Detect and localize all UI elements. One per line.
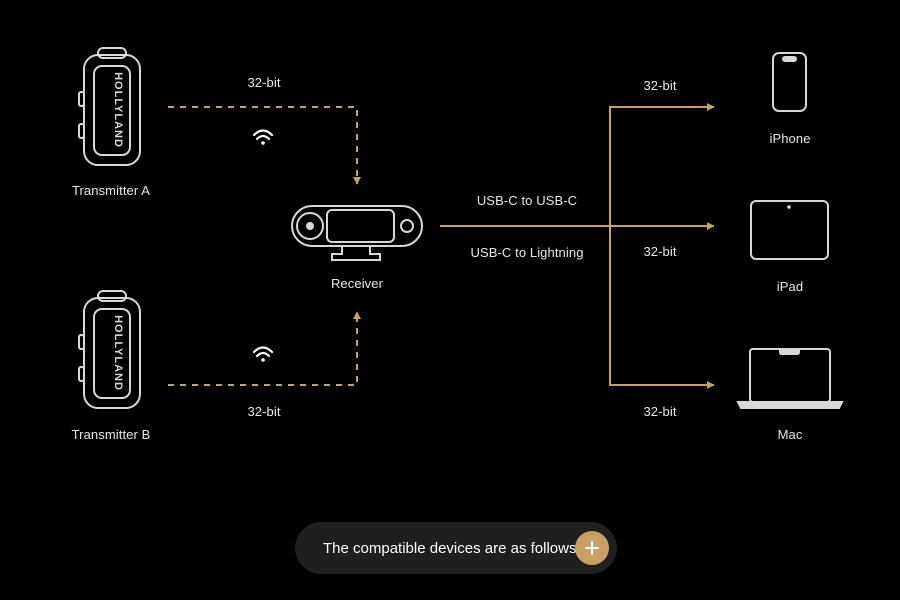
link-receiver-to-mac: [609, 226, 715, 389]
wifi-icon: [252, 129, 274, 145]
transmitter-b-label: Transmitter B: [71, 427, 151, 442]
receiver-label: Receiver: [330, 276, 384, 291]
transmitter-a-device: [78, 47, 141, 166]
link-receiver-to-iphone: [609, 103, 715, 226]
link-tx-a-to-receiver: [168, 106, 361, 185]
ipad-bitdepth-label: 32-bit: [643, 244, 677, 259]
usb-c-label: USB-C to USB-C: [476, 193, 578, 208]
receiver-device: [291, 205, 423, 261]
plus-icon[interactable]: [575, 531, 609, 565]
transmitter-b-device: [78, 290, 141, 409]
iphone-label: iPhone: [769, 131, 811, 146]
mac-label: Mac: [777, 427, 803, 442]
ipad-device: [750, 200, 829, 260]
mac-device: [736, 348, 844, 409]
compatible-devices-button[interactable]: The compatible devices are as follows: [295, 522, 617, 574]
wifi-icon: [252, 346, 274, 362]
lightning-label: USB-C to Lightning: [470, 245, 584, 260]
ipad-label: iPad: [776, 279, 804, 294]
iphone-bitdepth-label: 32-bit: [643, 78, 677, 93]
transmitter-a-label: Transmitter A: [71, 183, 151, 198]
mac-bitdepth-label: 32-bit: [643, 404, 677, 419]
tx-b-bitdepth-label: 32-bit: [247, 404, 281, 419]
iphone-device: [772, 52, 807, 112]
transmitter-a-brand: HOLLYLAND: [112, 72, 124, 148]
tx-a-bitdepth-label: 32-bit: [247, 75, 281, 90]
compatible-devices-text: The compatible devices are as follows: [323, 539, 577, 557]
transmitter-b-brand: HOLLYLAND: [112, 315, 124, 391]
link-tx-b-to-receiver: [168, 311, 361, 386]
